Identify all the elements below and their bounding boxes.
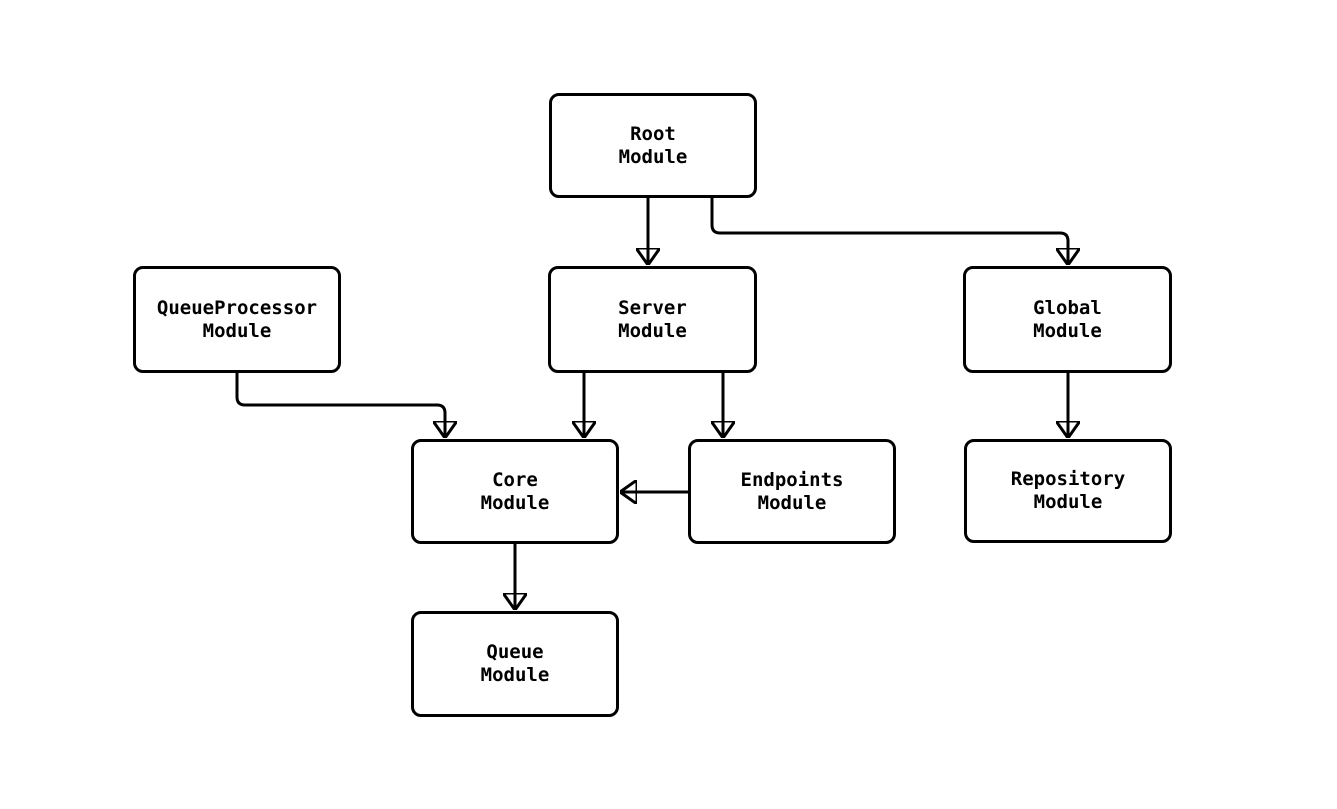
node-queue-module: Queue Module [411,611,619,717]
node-server-module: Server Module [548,266,757,373]
node-global-module: Global Module [963,266,1172,373]
node-root-module: Root Module [549,93,757,198]
node-core-module: Core Module [411,439,619,544]
edge-queueprocessor-to-core [235,373,445,437]
node-queueprocessor-module: QueueProcessor Module [133,266,341,373]
node-endpoints-module: Endpoints Module [688,439,896,544]
node-repository-module: Repository Module [964,439,1172,543]
edge-root-to-global [710,198,1068,264]
